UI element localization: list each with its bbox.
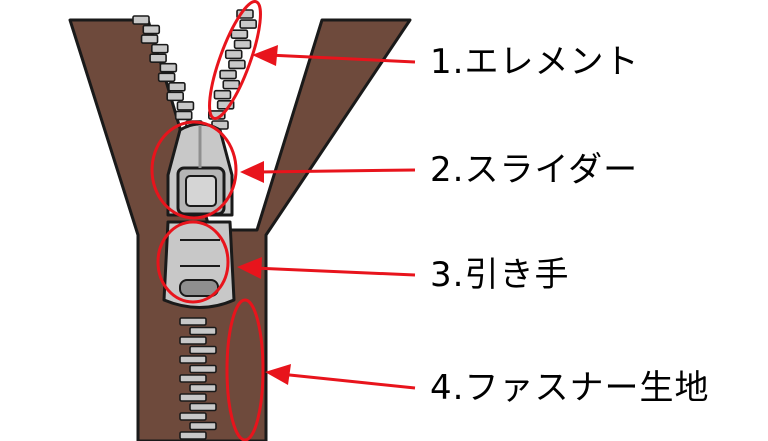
label-slider: 2.スライダー: [430, 150, 639, 190]
label-pull-tab: 3.引き手: [430, 255, 570, 295]
element-tooth: [224, 49, 243, 60]
element-tooth: [189, 402, 217, 412]
element-tooth: [166, 91, 184, 102]
pull-tab: [162, 220, 236, 309]
slider: [166, 122, 234, 217]
element-tooth: [189, 326, 217, 336]
label-tape: 4.ファスナー生地: [430, 368, 710, 408]
element-tooth: [151, 43, 169, 54]
element-tooth: [189, 421, 217, 431]
element-tooth: [189, 364, 217, 374]
closed-element-chain: [179, 317, 217, 440]
element-tooth: [159, 62, 178, 73]
element-tooth: [233, 39, 252, 50]
element-tooth: [179, 431, 207, 440]
element-tooth: [179, 336, 207, 345]
slider-callout-ellipse: [150, 120, 238, 220]
element-tooth: [149, 53, 167, 63]
element-tooth: [132, 15, 150, 25]
element-tooth: [179, 374, 207, 383]
element-tooth: [230, 29, 249, 39]
tape-arrow: [265, 364, 416, 390]
tape-callout-ellipse: [225, 298, 265, 441]
element-tooth: [179, 393, 207, 402]
element-arrow: [252, 45, 416, 66]
element-tooth: [140, 34, 159, 44]
pull-tab-arrow: [237, 257, 416, 279]
element-tooth: [189, 383, 217, 393]
element-tooth: [179, 355, 207, 364]
element-tooth: [189, 345, 217, 355]
element-tooth: [239, 19, 257, 29]
element-tooth: [174, 110, 193, 121]
element-tooth: [142, 24, 161, 35]
slider-arrow: [240, 161, 416, 183]
element-tooth: [213, 89, 232, 100]
element-callout-ellipse: [208, 0, 262, 120]
element-tooth: [219, 69, 237, 80]
element-tooth: [157, 72, 176, 83]
pull-tab-callout-ellipse: [156, 220, 230, 304]
label-element: 1.エレメント: [430, 42, 640, 82]
element-tooth: [176, 101, 195, 111]
element-tooth: [228, 59, 246, 70]
element-tooth: [168, 82, 186, 92]
element-tooth: [179, 317, 207, 326]
element-tooth: [222, 79, 241, 90]
element-tooth: [179, 412, 207, 421]
